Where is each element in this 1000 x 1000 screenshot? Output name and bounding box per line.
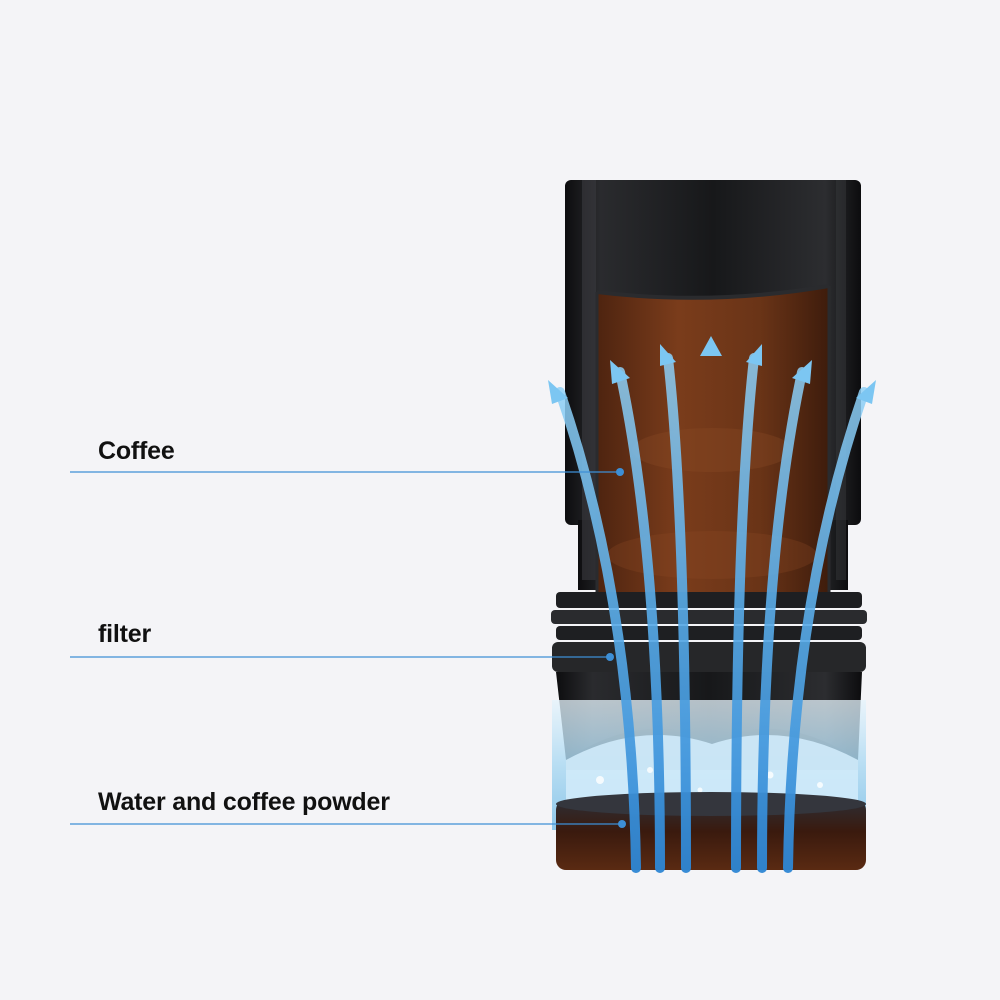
leader-lines [70, 471, 622, 825]
callout-label-filter: filter [98, 620, 151, 648]
callout-label-water: Water and coffee powder [98, 788, 390, 816]
callout-label-coffee: Coffee [98, 437, 175, 465]
leader-dot-icon [606, 468, 626, 828]
flow-arrow-icon [548, 336, 876, 404]
flow-arrows [555, 345, 869, 873]
